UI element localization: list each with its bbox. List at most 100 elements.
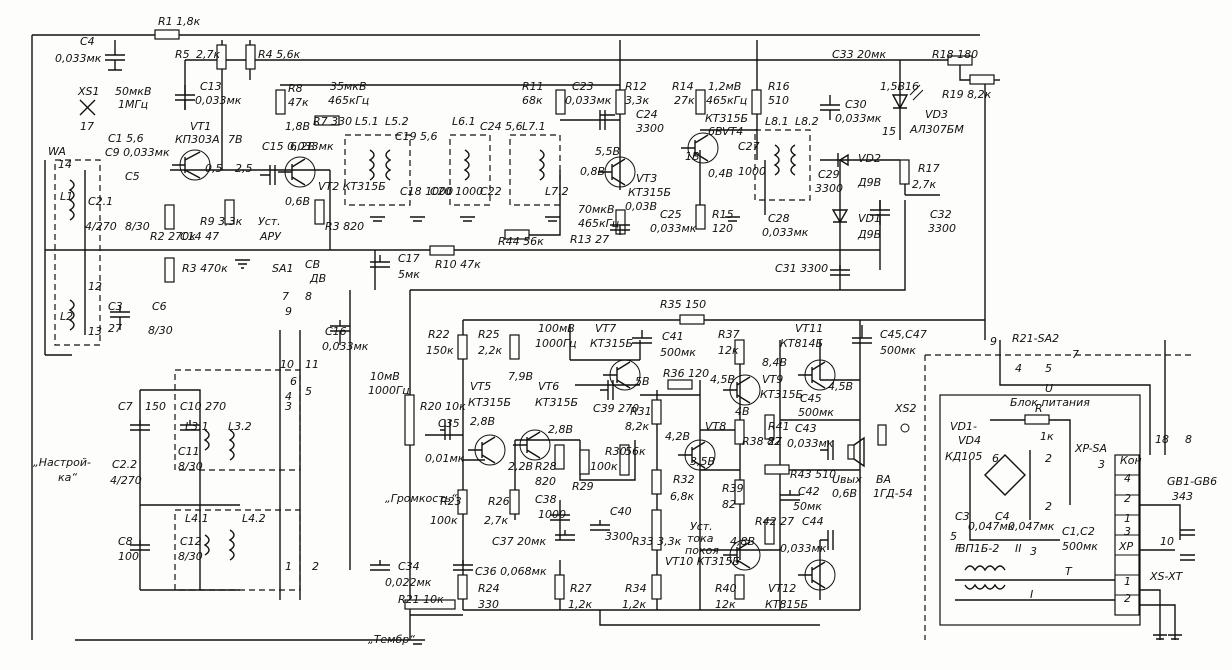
label-c6-val: 8/30 — [148, 324, 173, 337]
label-r32-val: 6,8к — [670, 490, 694, 503]
label-pin-6: 6 — [290, 375, 297, 388]
label-c42: C42 — [798, 485, 820, 498]
label-c44: C44 — [802, 515, 824, 528]
label-c22: C22 — [480, 185, 502, 198]
label-c25-val: 0,033мк — [650, 222, 697, 235]
label-c4547: C45,C47 — [880, 328, 927, 341]
label-sig5: 100мВ — [538, 322, 575, 335]
label-v-7-9: 7,9В — [508, 370, 533, 383]
label-vt6: VT6 — [538, 380, 559, 393]
label-l52: L5.2 — [385, 115, 409, 128]
label-r23: R23 — [440, 495, 462, 508]
r36-body — [667, 379, 693, 390]
label-v-2-2: 2,2В — [508, 460, 533, 473]
label-pin-3b: 3 — [1098, 458, 1105, 471]
label-r3: R3 820 — [325, 220, 364, 233]
label-xsxt: XS-XT — [1149, 570, 1184, 583]
label-v-1-5: 1,5В — [880, 80, 905, 93]
label-vt5: VT5 — [470, 380, 491, 393]
label-vd2-type: Д9В — [857, 176, 881, 189]
label-c8: C8 — [118, 535, 133, 548]
label-r41: R41 — [768, 420, 790, 433]
label-c33: C33 20мк — [832, 48, 886, 61]
r19-body — [969, 74, 995, 85]
label-pin-1: 1 — [285, 560, 292, 573]
vt9-transistor — [723, 374, 761, 406]
r39-body — [734, 479, 745, 505]
vt7-transistor — [603, 359, 641, 391]
label-c31: C31 3300 — [775, 262, 828, 275]
label-r3b: R3 470к — [182, 262, 228, 275]
label-vt5-type: КТ315Б — [468, 396, 511, 409]
label-l2: L2 — [60, 310, 73, 323]
vd2-diode — [837, 153, 849, 167]
label-vd1: VD1 — [858, 212, 881, 225]
label-v-2-8a: 2,8В — [470, 415, 495, 428]
label-c9: C9 0,033мк — [105, 146, 170, 159]
label-r17-val: 2,7к — [912, 178, 936, 191]
label-vp: ВП1Б-2 — [958, 542, 999, 555]
label-r41-val: 27 — [768, 435, 782, 448]
label-r16-val: 510 — [768, 94, 789, 107]
label-r9: R9 3,3к — [200, 215, 243, 228]
label-c11: C11 — [178, 445, 200, 458]
capacitors — [105, 40, 890, 571]
r3b-body — [164, 257, 175, 283]
label-v-8-4: 8,4В — [762, 356, 787, 369]
label-r44: R44 56к — [498, 235, 544, 248]
label-c17-val: 5мк — [398, 268, 420, 281]
label-tune2: ка“ — [58, 471, 77, 484]
xs2-jack — [877, 423, 910, 446]
r44-body — [504, 229, 530, 240]
label-r29-val: 100к — [590, 460, 618, 473]
label-r19: R19 8,2к — [942, 88, 992, 101]
label-l41: L4.1 — [185, 512, 209, 525]
label-sa1-dv: ДВ — [309, 272, 326, 285]
label-r39: R39 — [722, 482, 744, 495]
r41-body — [764, 414, 775, 440]
label-r24-val: 330 — [478, 598, 499, 611]
label-r24: R24 — [478, 582, 500, 595]
label-r21sa2: R21-SA2 — [1012, 332, 1059, 345]
label-vt9: VT9 — [762, 373, 783, 386]
label-r35: R35 150 — [660, 298, 706, 311]
r15-body — [695, 204, 706, 230]
label-xs1: XS1 — [77, 85, 100, 98]
label-c37: C37 20мк — [492, 535, 546, 548]
label-c3psu: C3 — [955, 510, 970, 523]
vt2-transistor — [278, 156, 316, 188]
label-timbre: „Тембр“ — [368, 633, 415, 646]
r11-body — [555, 89, 566, 115]
label-gb-18: 18 — [1155, 433, 1169, 446]
label-c19: C19 — [395, 130, 417, 143]
r8-body — [275, 89, 286, 115]
label-c16-val: 0,033мк — [322, 340, 369, 353]
label-ps-6: 6 — [992, 452, 999, 465]
label-sig3-f: 465кГц — [706, 94, 747, 107]
label-c25: C25 — [660, 208, 682, 221]
label-r11: R11 — [522, 80, 544, 93]
label-r5: R5 — [175, 48, 190, 61]
label-v-4-8: 4,8В — [730, 535, 755, 548]
label-l72: L7.2 — [545, 185, 569, 198]
label-c7-val: 150 — [145, 400, 166, 413]
label-volume: „Громкость“ — [385, 492, 457, 505]
label-r12-val: 3,3к — [625, 94, 649, 107]
label-v7: 7В — [228, 133, 243, 146]
label-v-1-8: 1,8В — [285, 120, 310, 133]
label-vt2: VT2 КТ315Б — [318, 180, 386, 193]
label-sa2-7: 7 — [1072, 348, 1079, 361]
label-r13: R13 27 — [570, 233, 609, 246]
label-r23-val: 100к — [430, 514, 458, 527]
label-sig4: 70мкВ — [578, 203, 615, 216]
r33-body — [651, 509, 662, 551]
label-v-5-5: 5,5В — [595, 145, 620, 158]
label-r8-val: 47к — [288, 96, 309, 109]
label-r14-val: 27к — [674, 94, 695, 107]
label-r7: R7 330 — [313, 115, 352, 128]
label-set-current: Уст. — [690, 520, 713, 533]
label-r31: R31 — [630, 405, 652, 418]
label-r17: R17 — [918, 162, 940, 175]
vd3-led — [891, 84, 924, 110]
resistors — [154, 29, 1050, 610]
